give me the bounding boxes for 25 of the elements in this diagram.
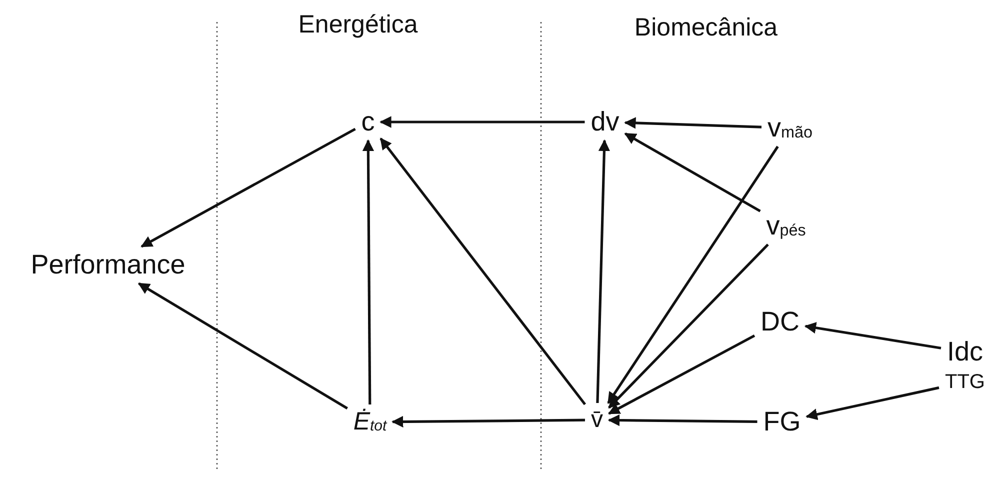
node-label: dv [588,106,622,138]
arrow [140,128,356,248]
arrow [392,416,586,428]
node-label: FG [760,406,804,438]
arrow [380,138,586,406]
arrow [624,117,762,129]
node-label: v̄ [588,406,606,434]
column-heading: Biomecânica [634,14,778,42]
arrow [608,244,769,409]
arrow [608,334,756,415]
arrow [596,139,610,404]
arrow [607,146,779,404]
arrow [624,132,761,212]
arrow [138,282,348,410]
arrow [804,322,942,350]
node-label: TTG [942,370,988,394]
node-label: Idc [944,336,986,368]
arrow [362,139,374,404]
arrow [380,116,585,128]
arrow [806,386,940,420]
arrow [608,414,758,426]
node-label: c [358,106,378,138]
column-heading: Energética [298,10,418,40]
node-label: DC [758,306,802,338]
node-label: Performance [28,250,188,280]
